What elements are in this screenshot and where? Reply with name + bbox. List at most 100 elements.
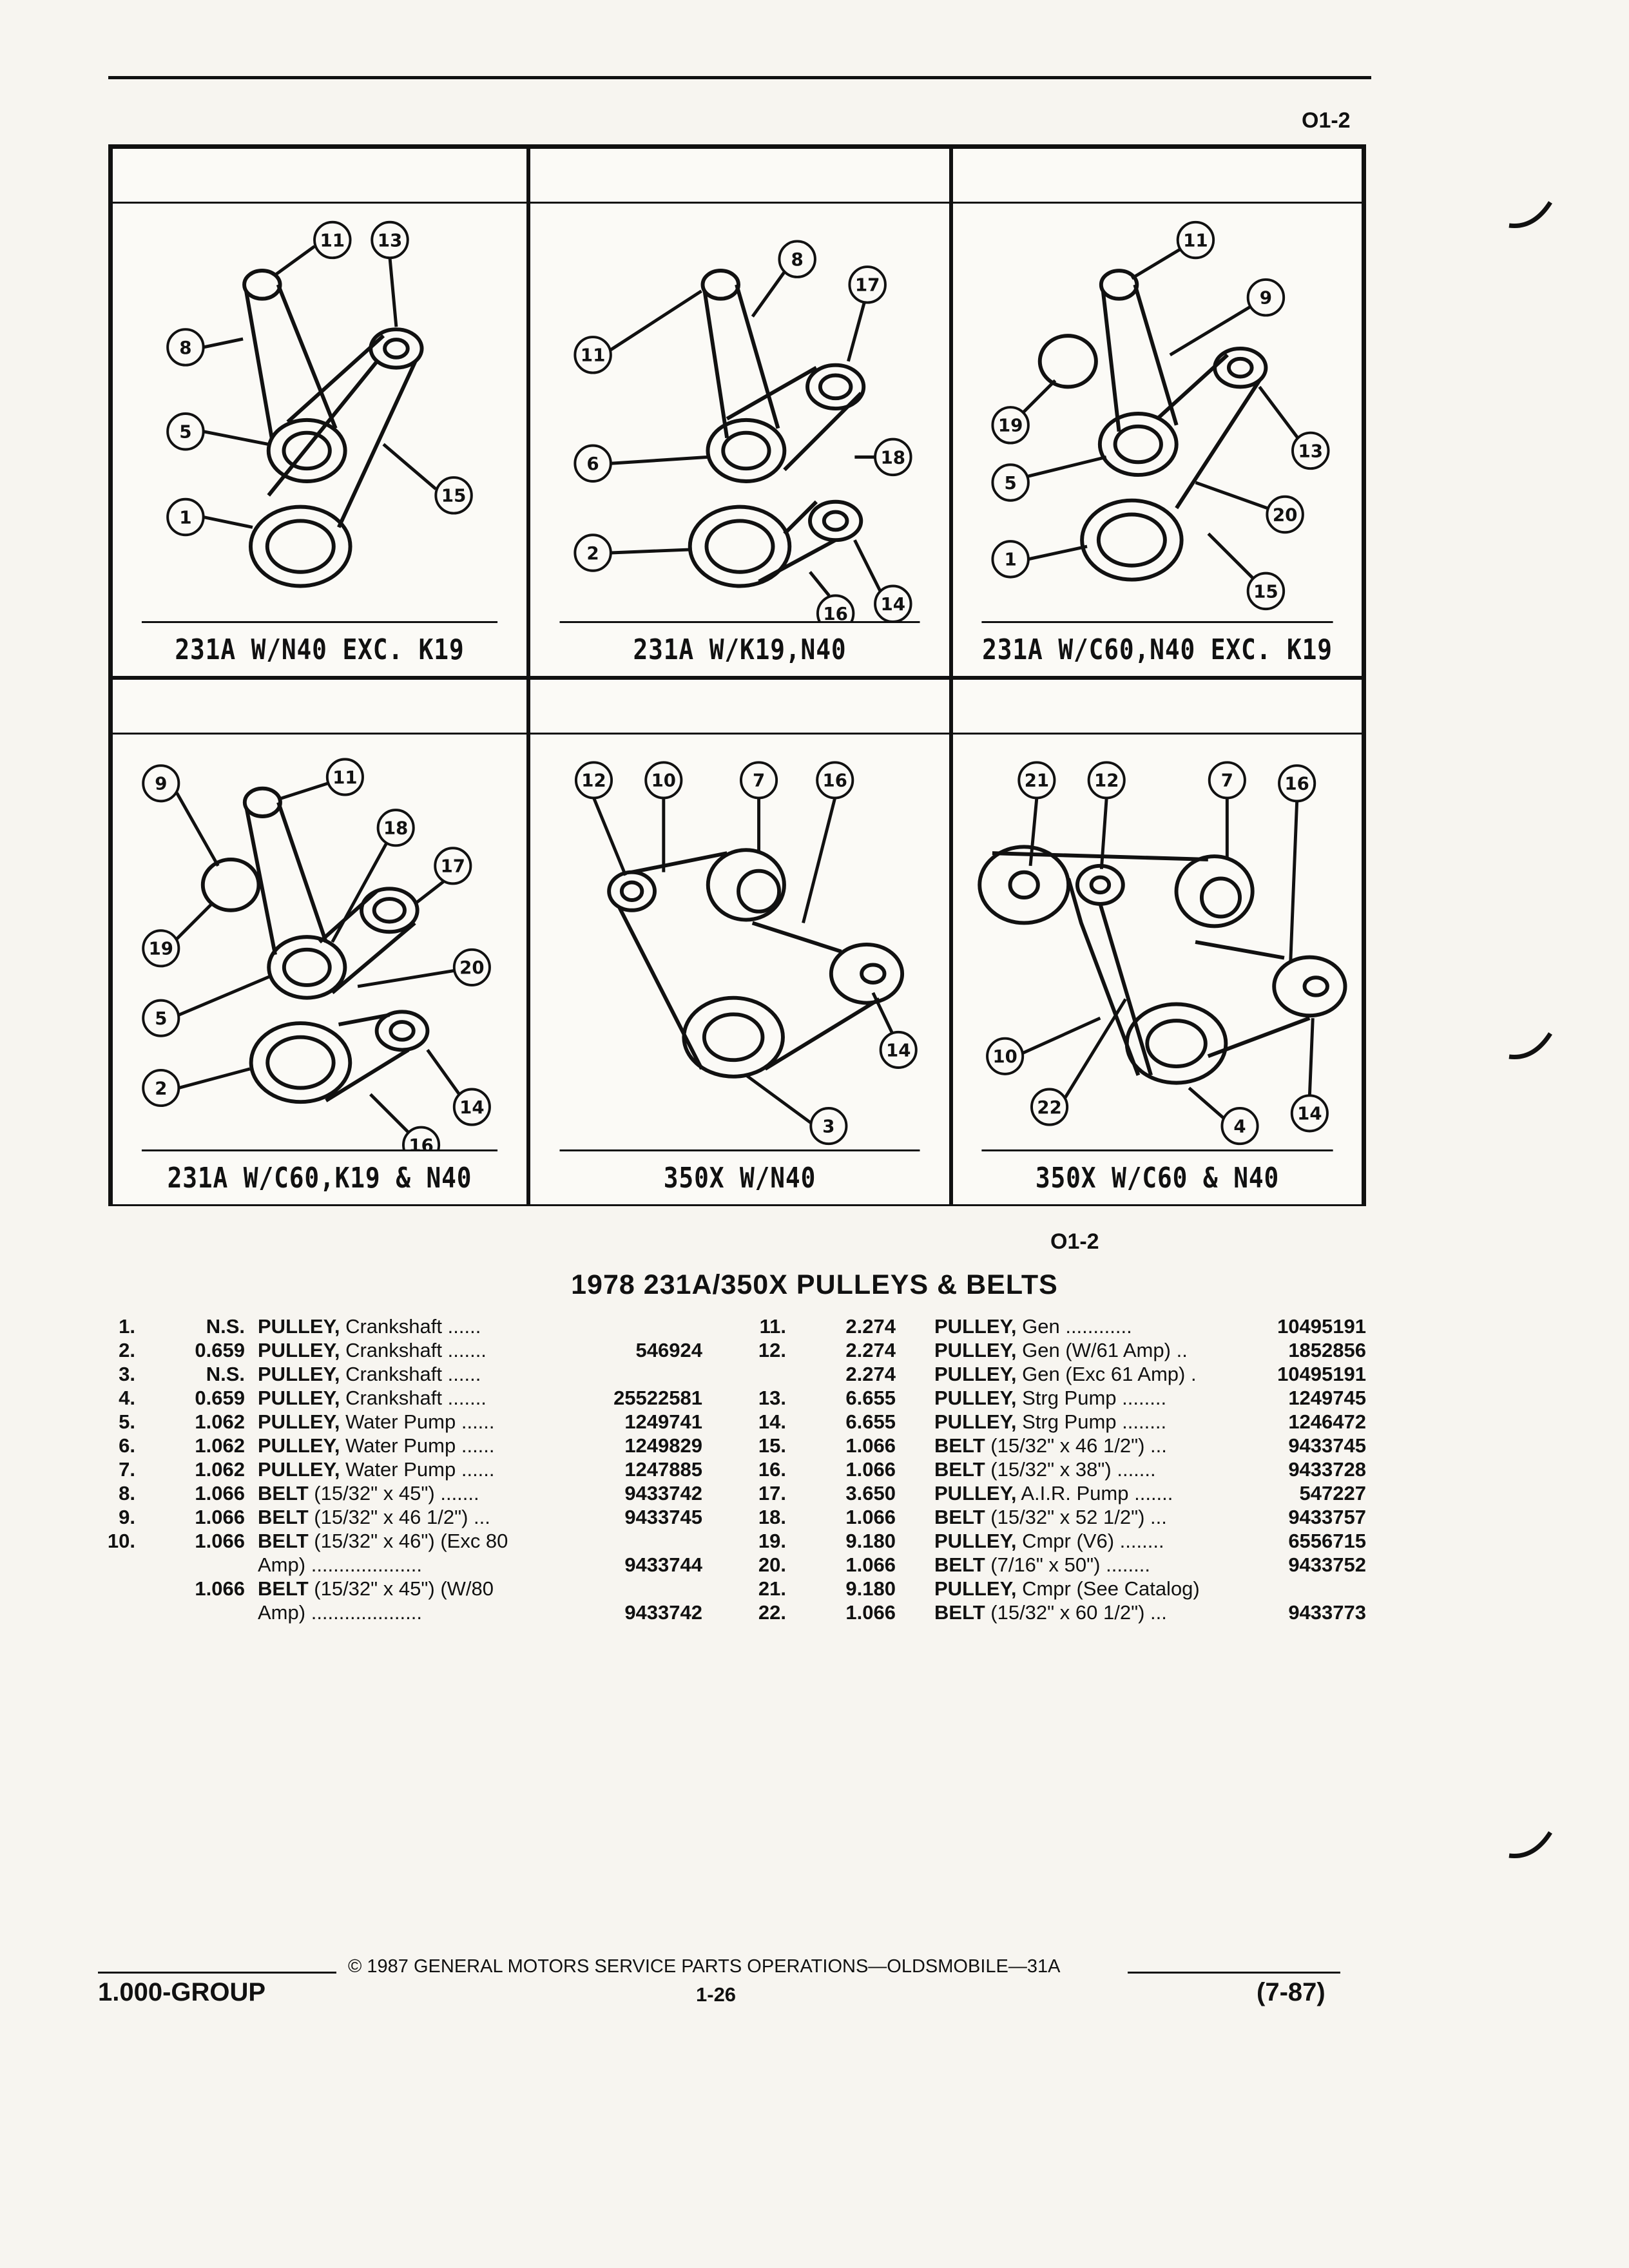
part-detail: (15/32" x 45") (W/80 bbox=[314, 1577, 494, 1600]
part-kind: BELT bbox=[258, 1530, 309, 1552]
svg-text:11: 11 bbox=[320, 229, 345, 251]
part-detail: Strg Pump bbox=[1022, 1410, 1117, 1433]
figure-header bbox=[953, 680, 1362, 735]
group-number: 1.062 bbox=[195, 1434, 245, 1457]
svg-text:11: 11 bbox=[1183, 229, 1208, 251]
part-description: PULLEY, Water Pump ...... bbox=[258, 1434, 495, 1457]
leader-dots: ...... bbox=[461, 1434, 495, 1457]
svg-text:7: 7 bbox=[1221, 770, 1233, 791]
leader-dots: .. bbox=[1176, 1339, 1188, 1361]
part-description: BELT (15/32" x 46 1/2") ... bbox=[934, 1434, 1167, 1457]
part-detail: Crankshaft bbox=[345, 1315, 442, 1338]
group-number: N.S. bbox=[206, 1363, 245, 1385]
svg-text:2: 2 bbox=[586, 543, 599, 564]
item-number: 1. bbox=[119, 1315, 135, 1338]
svg-text:2: 2 bbox=[155, 1077, 167, 1099]
part-description: Amp) .................... bbox=[258, 1600, 422, 1624]
margin-mark-3 bbox=[1509, 1831, 1552, 1859]
part-number: 9433728 bbox=[1288, 1458, 1366, 1481]
part-description: BELT (15/32" x 52 1/2") ... bbox=[934, 1505, 1167, 1529]
group-number: 0.659 bbox=[195, 1387, 245, 1409]
group-number: 0.659 bbox=[195, 1339, 245, 1361]
footer-rule-left bbox=[98, 1972, 336, 1974]
leader-dots: ... bbox=[474, 1506, 490, 1528]
part-detail: A.I.R. Pump bbox=[1021, 1482, 1129, 1504]
svg-text:19: 19 bbox=[998, 415, 1023, 436]
group-number: N.S. bbox=[206, 1315, 245, 1338]
part-kind: PULLEY, bbox=[934, 1482, 1017, 1504]
part-description: PULLEY, Strg Pump ........ bbox=[934, 1386, 1166, 1410]
part-kind: PULLEY, bbox=[934, 1387, 1017, 1409]
svg-text:18: 18 bbox=[881, 447, 906, 468]
part-description: PULLEY, Gen ............ bbox=[934, 1314, 1132, 1338]
part-description: PULLEY, Strg Pump ........ bbox=[934, 1410, 1166, 1434]
item-number: 3. bbox=[119, 1363, 135, 1385]
group-number: 1.062 bbox=[195, 1410, 245, 1433]
svg-text:6: 6 bbox=[586, 453, 599, 474]
part-number: 25522581 bbox=[613, 1387, 702, 1409]
group-number: 1.066 bbox=[845, 1434, 896, 1457]
item-number: 21. bbox=[758, 1577, 786, 1600]
figure-header bbox=[113, 149, 526, 204]
part-number: 546924 bbox=[635, 1339, 702, 1361]
part-kind: BELT bbox=[934, 1601, 985, 1624]
part-description: PULLEY, Cmpr (V6) ........ bbox=[934, 1529, 1164, 1553]
part-kind: BELT bbox=[934, 1458, 985, 1481]
svg-text:17: 17 bbox=[855, 274, 880, 296]
leader-dots: .................... bbox=[311, 1601, 422, 1624]
part-detail: Gen bbox=[1022, 1315, 1060, 1338]
part-detail: Water Pump bbox=[345, 1434, 456, 1457]
item-number: 19. bbox=[758, 1530, 786, 1552]
leader-dots: ....... bbox=[447, 1387, 487, 1409]
item-number: 16. bbox=[758, 1458, 786, 1481]
parts-row: 1.N.S.PULLEY, Crankshaft ...... bbox=[97, 1314, 702, 1338]
item-number: 22. bbox=[758, 1601, 786, 1624]
part-number: 9433752 bbox=[1288, 1553, 1366, 1576]
part-number: 9433745 bbox=[1288, 1434, 1366, 1457]
part-detail: Cmpr (V6) bbox=[1022, 1530, 1115, 1552]
top-rule bbox=[108, 76, 1371, 79]
part-detail: (15/32" x 52 1/2") bbox=[990, 1506, 1145, 1528]
svg-text:14: 14 bbox=[881, 593, 906, 615]
part-detail: Gen (Exc 61 Amp) bbox=[1022, 1363, 1186, 1385]
item-number: 7. bbox=[119, 1458, 135, 1481]
figure-caption-4: 231A W/C60,K19 & N40 bbox=[141, 1149, 498, 1204]
footer-group: 1.000-GROUP bbox=[98, 1978, 266, 2006]
leader-dots: ... bbox=[1150, 1434, 1167, 1457]
part-kind: PULLEY, bbox=[934, 1363, 1017, 1385]
group-number: 2.274 bbox=[845, 1363, 896, 1385]
part-kind: PULLEY, bbox=[258, 1387, 340, 1409]
part-description: Amp) .................... bbox=[258, 1553, 422, 1577]
svg-text:16: 16 bbox=[1284, 773, 1309, 794]
part-description: PULLEY, Gen (Exc 61 Amp) . bbox=[934, 1362, 1197, 1386]
group-number: 1.062 bbox=[195, 1458, 245, 1481]
figure-header bbox=[953, 149, 1362, 204]
part-kind: PULLEY, bbox=[934, 1315, 1017, 1338]
item-number: 14. bbox=[758, 1410, 786, 1433]
part-description: BELT (15/32" x 38") ....... bbox=[934, 1457, 1156, 1481]
footer-copyright: © 1987 GENERAL MOTORS SERVICE PARTS OPER… bbox=[348, 1956, 1061, 1977]
footer-date: (7-87) bbox=[1257, 1978, 1325, 2006]
leader-dots: ........ bbox=[1122, 1387, 1167, 1409]
part-detail: Gen (W/61 Amp) bbox=[1022, 1339, 1171, 1361]
group-number: 3.650 bbox=[845, 1482, 896, 1504]
part-description: PULLEY, Gen (W/61 Amp) .. bbox=[934, 1338, 1188, 1362]
part-detail: Water Pump bbox=[345, 1410, 456, 1433]
figure-caption-3: 231A W/C60,N40 EXC. K19 bbox=[981, 621, 1333, 676]
part-description: BELT (15/32" x 45") (W/80 bbox=[258, 1577, 494, 1600]
svg-text:19: 19 bbox=[149, 938, 173, 959]
group-number: 1.066 bbox=[845, 1458, 896, 1481]
part-kind: PULLEY, bbox=[258, 1363, 340, 1385]
part-description: PULLEY, Crankshaft ...... bbox=[258, 1362, 481, 1386]
